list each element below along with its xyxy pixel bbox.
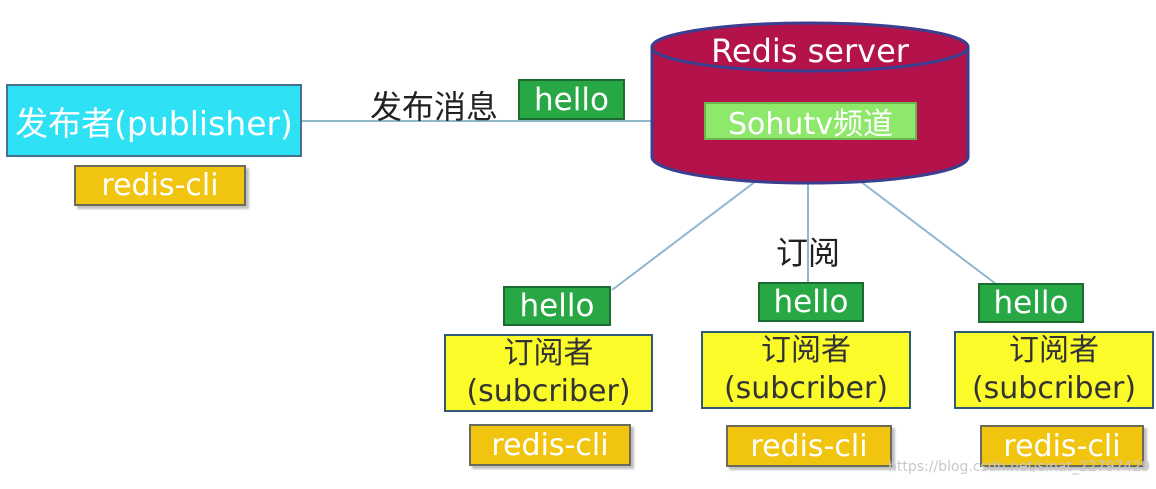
subscriber-3-label: 订阅者 xyxy=(1009,333,1099,368)
subscriber-1-box: 订阅者 (subcriber) xyxy=(444,334,653,412)
watermark: https://blog.csdn.net/sinat_22797429 xyxy=(888,459,1151,475)
subscriber-1-sublabel: (subcriber) xyxy=(466,374,631,409)
subscriber-2-sublabel: (subcriber) xyxy=(723,371,889,406)
subscriber-3-redis-cli: redis-cli xyxy=(980,425,1144,467)
subscriber-2-redis-cli: redis-cli xyxy=(726,425,892,467)
subscriber-2-label: 订阅者 xyxy=(761,333,851,368)
subscriber-3-sublabel: (subcriber) xyxy=(971,371,1137,406)
redis-server-title: Redis server xyxy=(711,32,909,70)
published-message-hello: hello xyxy=(518,79,625,120)
publish-message-label: 发布消息 xyxy=(370,88,499,126)
subscriber-3-message-hello: hello xyxy=(978,283,1084,323)
subscriber-3-box: 订阅者 (subcriber) xyxy=(954,331,1154,409)
subscriber-1-label: 订阅者 xyxy=(503,336,594,371)
publisher-redis-cli: redis-cli xyxy=(74,165,246,206)
subscriber-2-box: 订阅者 (subcriber) xyxy=(701,331,911,409)
subscriber-2-message-hello: hello xyxy=(758,282,864,322)
publisher-box: 发布者(publisher) xyxy=(6,84,302,157)
subscriber-1-redis-cli: redis-cli xyxy=(469,424,631,466)
subscriber-1-message-hello: hello xyxy=(503,286,611,326)
subscribe-label: 订阅 xyxy=(776,234,841,272)
sohutv-channel: Sohutv频道 xyxy=(704,102,917,142)
